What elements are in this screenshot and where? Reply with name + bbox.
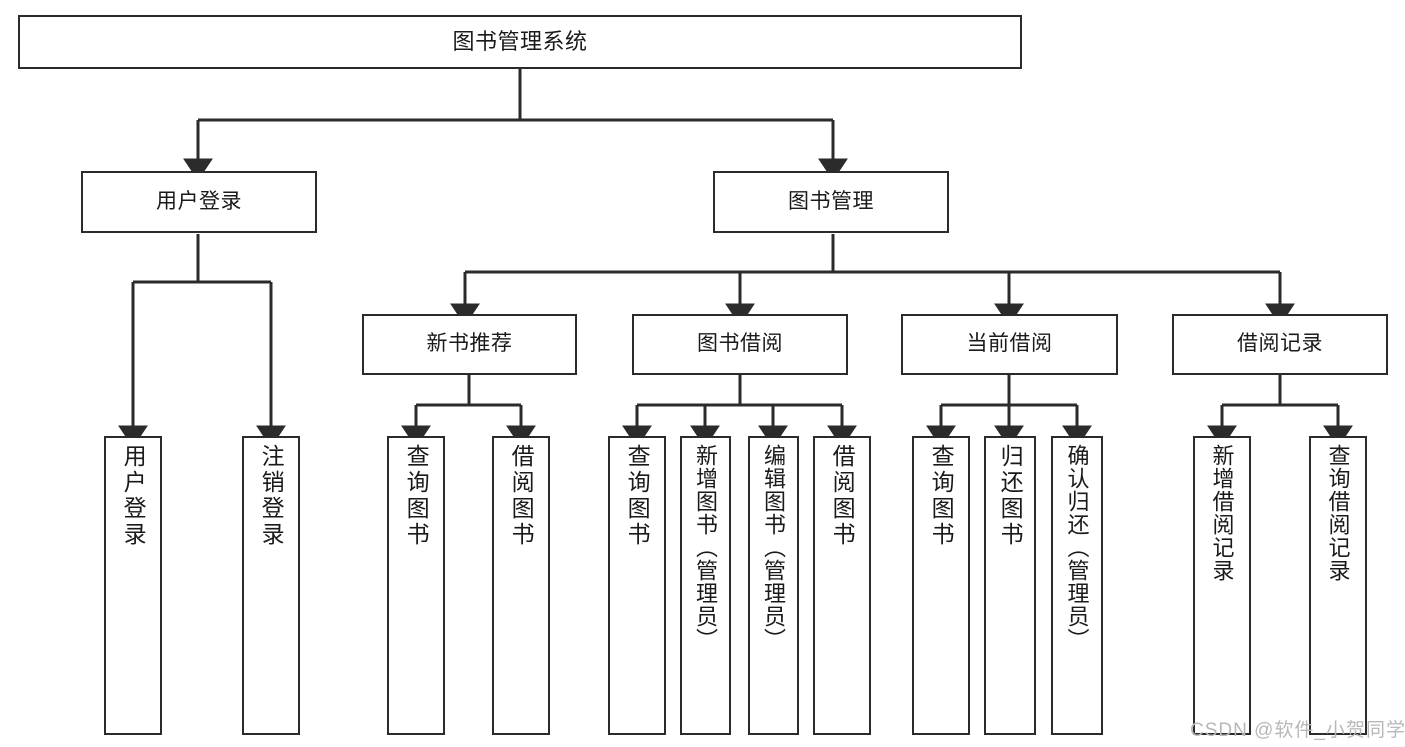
node-book-management-label: 图书管理	[788, 189, 874, 213]
node-new-book-recommend[interactable]: 新书推荐	[362, 314, 577, 375]
node-user-login[interactable]: 用户登录	[81, 171, 317, 233]
node-leaf-borrow-book-2[interactable]: 借阅图书	[813, 436, 871, 735]
node-leaf-return-book-label: 归还图书	[997, 444, 1024, 548]
node-leaf-query-book-3[interactable]: 查询图书	[912, 436, 970, 735]
node-leaf-return-book[interactable]: 归还图书	[984, 436, 1036, 735]
node-leaf-confirm-return-label: 确认归还（管理员）	[1064, 444, 1090, 651]
node-user-login-label: 用户登录	[156, 189, 242, 213]
node-borrow-record-label: 借阅记录	[1237, 332, 1323, 356]
node-leaf-borrow-book-1[interactable]: 借阅图书	[492, 436, 550, 735]
node-leaf-query-book-2[interactable]: 查询图书	[608, 436, 666, 735]
node-current-borrow-label: 当前借阅	[966, 332, 1053, 356]
node-leaf-query-book-2-label: 查询图书	[624, 444, 651, 548]
node-book-management[interactable]: 图书管理	[713, 171, 949, 233]
node-leaf-logout-login[interactable]: 注销登录	[242, 436, 300, 735]
node-root[interactable]: 图书管理系统	[18, 15, 1022, 69]
node-leaf-logout-login-label: 注销登录	[258, 444, 285, 548]
node-leaf-add-book[interactable]: 新增图书（管理员）	[680, 436, 731, 735]
node-leaf-query-book-1[interactable]: 查询图书	[387, 436, 445, 735]
node-new-book-recommend-label: 新书推荐	[426, 332, 513, 356]
node-leaf-add-book-label: 新增图书（管理员）	[693, 444, 719, 651]
node-leaf-user-login[interactable]: 用户登录	[104, 436, 162, 735]
node-book-borrow-label: 图书借阅	[697, 332, 783, 356]
node-leaf-query-record-label: 查询借阅记录	[1325, 444, 1351, 582]
node-leaf-query-record[interactable]: 查询借阅记录	[1309, 436, 1367, 735]
node-leaf-user-login-label: 用户登录	[120, 444, 147, 548]
node-leaf-confirm-return[interactable]: 确认归还（管理员）	[1051, 436, 1103, 735]
node-root-label: 图书管理系统	[452, 29, 588, 55]
node-leaf-edit-book-label: 编辑图书（管理员）	[761, 444, 787, 651]
node-leaf-add-record[interactable]: 新增借阅记录	[1193, 436, 1251, 735]
node-current-borrow[interactable]: 当前借阅	[901, 314, 1118, 375]
node-leaf-add-record-label: 新增借阅记录	[1209, 444, 1235, 582]
node-borrow-record[interactable]: 借阅记录	[1172, 314, 1388, 375]
node-leaf-query-book-1-label: 查询图书	[403, 444, 430, 548]
node-leaf-edit-book[interactable]: 编辑图书（管理员）	[748, 436, 799, 735]
node-leaf-query-book-3-label: 查询图书	[928, 444, 955, 548]
node-leaf-borrow-book-2-label: 借阅图书	[829, 444, 856, 548]
node-book-borrow[interactable]: 图书借阅	[632, 314, 848, 375]
csdn-watermark: CSDN @软件_小贺同学	[1190, 720, 1405, 741]
node-leaf-borrow-book-1-label: 借阅图书	[508, 444, 535, 548]
